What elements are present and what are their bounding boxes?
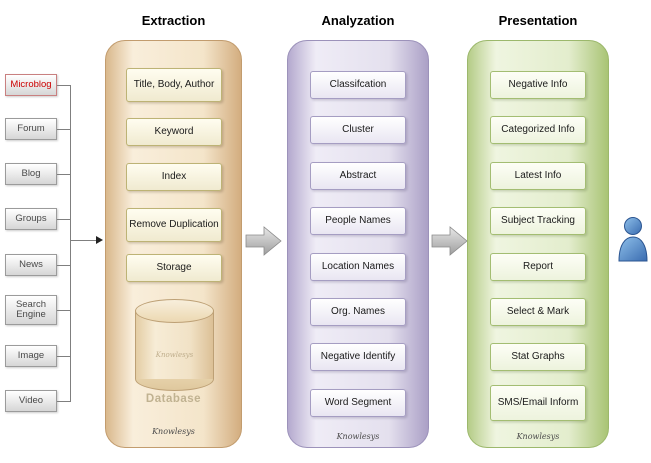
extraction-step: Storage [126, 254, 222, 282]
source-news: News [5, 254, 57, 276]
flow-arrow-icon [245, 226, 282, 256]
analyzation-step: Org. Names [310, 298, 406, 326]
source-blog: Blog [5, 163, 57, 185]
presentation-step: Negative Info [490, 71, 586, 99]
connector-line [57, 219, 70, 220]
connector-arrow-line [70, 240, 97, 241]
connector-line [57, 129, 70, 130]
extraction-header: Extraction [141, 13, 206, 28]
extraction-step: Index [126, 163, 222, 191]
source-search-engine: Search Engine [5, 295, 57, 325]
analyzation-step: Negative Identify [310, 343, 406, 371]
presentation-step: Select & Mark [490, 298, 586, 326]
source-forum: Forum [5, 118, 57, 140]
analyzation-step: Abstract [310, 162, 406, 190]
database-label: Database [145, 393, 202, 405]
connector-line [57, 85, 70, 86]
database-logo-text: Knowlesys [155, 351, 194, 359]
extraction-step: Title, Body, Author [126, 68, 222, 102]
analyzation-step: Word Segment [310, 389, 406, 417]
user-icon [618, 217, 648, 262]
extraction-step: Remove Duplication [126, 208, 222, 242]
analyzation-step: Cluster [310, 116, 406, 144]
connector-line [57, 401, 70, 402]
analyzation-step: Classifcation [310, 71, 406, 99]
presentation-step: SMS/Email Inform [490, 385, 586, 421]
connector-line [57, 265, 70, 266]
presentation-step: Stat Graphs [490, 343, 586, 371]
presentation-step: Subject Tracking [490, 207, 586, 235]
presentation-header: Presentation [498, 13, 578, 28]
knowlesys-logo: Knowlesys [152, 427, 195, 436]
presentation-panel: Negative Info Categorized Info Latest In… [467, 40, 609, 448]
knowlesys-logo: Knowlesys [336, 432, 380, 441]
source-image: Image [5, 345, 57, 367]
source-groups: Groups [5, 208, 57, 230]
connector-trunk-line [70, 85, 71, 402]
extraction-step: Keyword [126, 118, 222, 146]
presentation-step: Report [490, 253, 586, 281]
analyzation-header: Analyzation [321, 13, 395, 28]
connector-line [57, 174, 70, 175]
analyzation-step: Location Names [310, 253, 406, 281]
arrowhead-icon [96, 236, 103, 244]
database-icon: Knowlesys [135, 299, 214, 391]
analyzation-panel: Classifcation Cluster Abstract People Na… [287, 40, 429, 448]
analyzation-step: People Names [310, 207, 406, 235]
flow-arrow-icon [431, 226, 468, 256]
extraction-panel: Title, Body, Author Keyword Index Remove… [105, 40, 242, 448]
presentation-step: Categorized Info [490, 116, 586, 144]
database-cylinder-top [135, 299, 214, 323]
source-microblog: Microblog [5, 74, 57, 96]
source-video: Video [5, 390, 57, 412]
knowlesys-logo: Knowlesys [516, 432, 560, 441]
connector-line [57, 356, 70, 357]
presentation-step: Latest Info [490, 162, 586, 190]
connector-line [57, 310, 70, 311]
